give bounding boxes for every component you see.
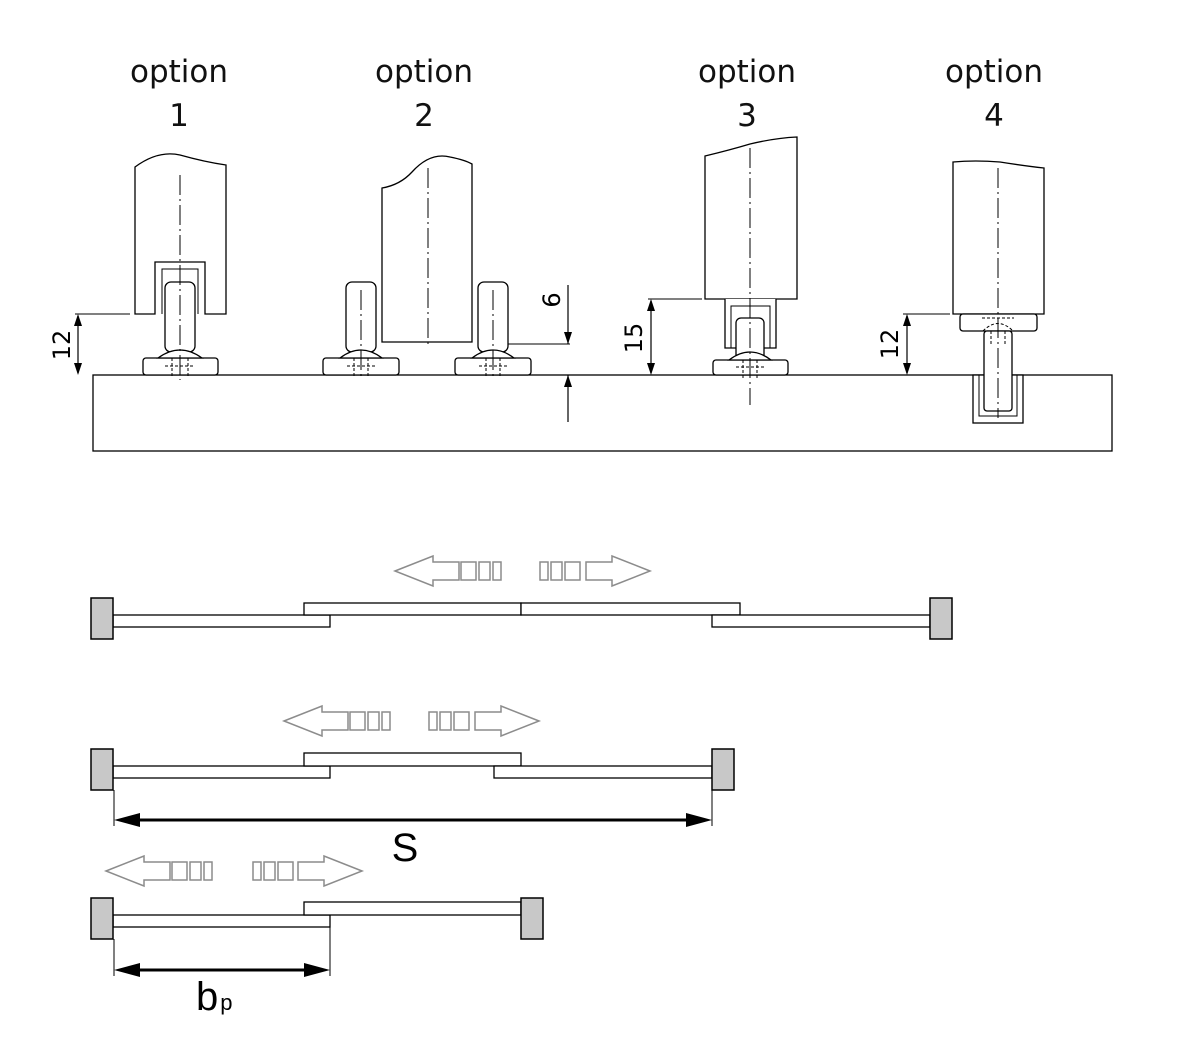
option-2-door <box>381 155 473 343</box>
option-1-screw-head <box>155 349 205 359</box>
end-stop-right <box>711 748 735 791</box>
option-1-dimension: 12 <box>48 330 76 361</box>
option-4-number: 4 <box>984 98 1004 134</box>
option-4-heading: option 4 <box>945 54 1043 134</box>
dimension-s-label: S <box>392 826 419 870</box>
panel-left-fixed <box>112 614 331 628</box>
bp-main: b <box>196 975 218 1019</box>
option-3-number: 3 <box>737 98 757 134</box>
open-right-arrow <box>297 854 365 888</box>
option-3-assembly: 15 <box>620 136 798 405</box>
option-1-door <box>134 153 227 315</box>
panel-right-sliding <box>520 602 741 616</box>
floor-base <box>92 374 1113 452</box>
option-3-word: option <box>698 54 796 90</box>
open-left-arrow <box>103 854 171 888</box>
option-1-assembly: 12 <box>48 153 227 380</box>
option-2-heading: option 2 <box>375 54 473 134</box>
option-2-word: option <box>375 54 473 90</box>
open-right-arrow <box>474 704 542 738</box>
option-4-dimension: 12 <box>876 329 904 360</box>
panel-sliding <box>303 901 522 916</box>
option-3-door <box>704 136 798 300</box>
panel-left-sliding <box>303 602 522 616</box>
option-1-word: option <box>130 54 228 90</box>
bp-subscript: p <box>220 990 232 1015</box>
end-stop-left <box>90 748 114 791</box>
panel-right-fixed <box>493 765 713 779</box>
option-4-word: option <box>945 54 1043 90</box>
open-left-arrow <box>392 554 460 588</box>
panel-fixed <box>112 914 331 928</box>
panel-sliding <box>303 752 522 767</box>
end-stop-left <box>90 597 114 640</box>
option-3-dimension: 15 <box>620 323 648 354</box>
schematic-three-panel: S <box>90 704 735 870</box>
option-3-screw-head <box>727 351 773 361</box>
open-right-arrow <box>585 554 653 588</box>
panel-right-fixed <box>711 614 931 628</box>
schematic-four-panel <box>90 554 953 640</box>
option-3-heading: option 3 <box>698 54 796 134</box>
schematic-two-panel: bp <box>90 854 544 1019</box>
end-stop-right <box>929 597 953 640</box>
option-1-heading: option 1 <box>130 54 228 134</box>
panel-left-fixed <box>112 765 331 779</box>
end-stop-left <box>90 897 114 940</box>
open-left-arrow <box>281 704 349 738</box>
option-2-number: 2 <box>414 98 434 134</box>
option-2-assembly: 6 <box>322 155 572 422</box>
option-4-assembly: 12 <box>876 160 1045 424</box>
end-stop-right <box>520 897 544 940</box>
dimension-bp-label: bp <box>196 975 233 1019</box>
option-1-number: 1 <box>169 98 189 134</box>
option-2-dimension: 6 <box>538 292 566 307</box>
